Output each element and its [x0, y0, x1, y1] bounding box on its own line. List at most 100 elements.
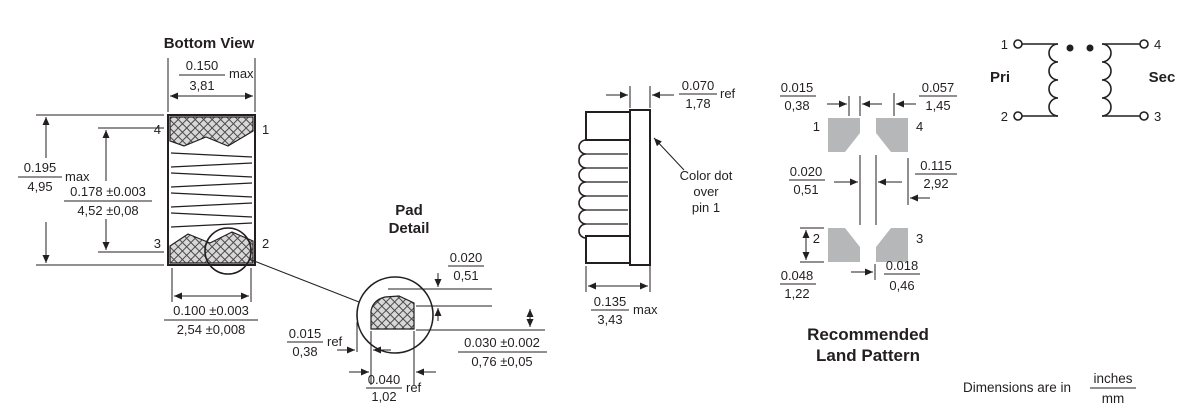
primary-label: Pri — [990, 69, 1010, 86]
lp-dim-notch-mm: 0,46 — [889, 278, 914, 293]
pad-detail-title-line1: Pad — [395, 202, 423, 219]
color-dot-note-line3: pin 1 — [692, 200, 720, 215]
lp-pin-label-3: 3 — [916, 231, 923, 246]
dim-width-mm: 3,81 — [189, 78, 214, 93]
dim-width-inches: 0.150 — [186, 58, 219, 73]
sch-pin-label-4: 4 — [1154, 37, 1161, 52]
primary-winding — [1048, 43, 1059, 117]
dim-pad-span-inches: 0.100 ±0.003 — [173, 303, 249, 318]
lp-dim-span: 0.115 2,92 — [907, 158, 957, 205]
pin-terminal-2 — [1013, 111, 1023, 121]
lp-dim-pad-height-mm: 1,22 — [784, 286, 809, 301]
dim-core-width-inches: 0.070 — [682, 78, 715, 93]
lp-dim-pad-width-inches: 0.015 — [781, 80, 814, 95]
land-pad-1 — [828, 118, 860, 152]
secondary-winding — [1101, 43, 1112, 117]
dim-pad-height-inches: 0.030 ±0.002 — [464, 335, 540, 350]
dim-pad-span-mm: 2,54 ±0,008 — [177, 322, 246, 337]
dim-body-width-mm: 3,43 — [597, 312, 622, 327]
dim-core-width-suffix: ref — [720, 86, 736, 101]
color-dot-note-line1: Color dot — [680, 168, 733, 183]
bottom-end-cap — [585, 235, 631, 264]
land-pattern-title-line1: Recommended — [807, 325, 929, 344]
sch-pin-label-3: 3 — [1154, 109, 1161, 124]
dim-pad-width-inches: 0.040 — [368, 372, 401, 387]
pad-detail: Pad Detail 0.020 0,51 0.030 ±0.002 0,76 … — [287, 202, 547, 404]
dim-height: 0.195 4,95 max — [18, 114, 164, 266]
detail-callout-circle — [204, 227, 252, 275]
winding-profile — [578, 139, 587, 239]
sch-pin-label-2: 2 — [1001, 109, 1008, 124]
schematic: 1 2 4 3 Pri Sec — [990, 37, 1175, 124]
dim-foot-inches: 0.015 — [289, 326, 322, 341]
lp-dim-span-mm: 2,92 — [923, 176, 948, 191]
lp-dim-notch-inches: 0.018 — [886, 258, 919, 273]
sch-pin-label-1: 1 — [1001, 37, 1008, 52]
dim-pad-height: 0.030 ±0.002 0,76 ±0,05 — [416, 309, 547, 369]
lp-dim-gap: 0.020 0,51 — [789, 164, 902, 197]
dim-body-width-inches: 0.135 — [594, 294, 627, 309]
pin-label-2: 2 — [262, 236, 269, 251]
pin-label-3: 3 — [154, 236, 161, 251]
lp-dim-pad-pitch-inches: 0.057 — [922, 80, 955, 95]
winding-lines — [170, 152, 253, 228]
dim-width: 0.150 3,81 max — [167, 58, 256, 112]
dim-inner-height-inches: 0.178 ±0.003 — [70, 184, 146, 199]
lp-dim-pad-pitch-mm: 1,45 — [925, 98, 950, 113]
lp-dim-notch: 0.018 0,46 — [851, 258, 920, 293]
dim-body-width-suffix: max — [633, 302, 658, 317]
dim-height-suffix: max — [65, 169, 90, 184]
pin-label-1: 1 — [262, 122, 269, 137]
pin-terminal-1 — [1013, 39, 1023, 49]
dim-core-width-mm: 1,78 — [685, 96, 710, 111]
lp-dim-pad-height: 0.048 1,22 — [780, 227, 824, 301]
pad-detail-title-line2: Detail — [389, 220, 430, 237]
dim-inner-height: 0.178 ±0.003 4,52 ±0,08 — [64, 127, 164, 253]
pad-cross-section — [370, 295, 415, 330]
polarity-dot-primary — [1066, 44, 1074, 52]
land-pad-4 — [876, 118, 908, 152]
lp-pin-label-4: 4 — [916, 119, 923, 134]
footer-unit-inches: inches — [1093, 371, 1132, 386]
land-pattern: 1 4 2 3 0.015 0,38 0.057 1,45 0.020 — [780, 80, 957, 365]
dim-inner-height-mm: 4,52 ±0,08 — [77, 203, 138, 218]
polarity-dot-secondary — [1086, 44, 1094, 52]
lp-dim-gap-inches: 0.020 — [790, 164, 823, 179]
footer-unit-mm: mm — [1102, 391, 1125, 405]
pin-terminal-4 — [1139, 39, 1149, 49]
detail-leader-line — [248, 258, 360, 303]
dim-width-suffix: max — [229, 66, 254, 81]
color-dot-note: Color dot over pin 1 — [653, 137, 733, 215]
dim-pad-foot: 0.015 0,38 ref — [287, 322, 391, 385]
land-pad-2 — [828, 228, 860, 262]
dim-foot-mm: 0,38 — [292, 344, 317, 359]
top-end-cap — [585, 111, 631, 141]
bottom-view-title: Bottom View — [164, 35, 255, 52]
lp-pin-label-2: 2 — [813, 231, 820, 246]
dim-thickness-mm: 0,51 — [453, 268, 478, 283]
color-dot-note-line2: over — [693, 184, 719, 199]
dim-pad-width: 0.040 1,02 ref — [349, 331, 436, 404]
dim-foot-suffix: ref — [327, 334, 343, 349]
schematic-wires — [1022, 43, 1140, 117]
lp-pin-label-1: 1 — [813, 119, 820, 134]
lp-dim-span-inches: 0.115 — [920, 158, 952, 173]
footer: Dimensions are in inches mm — [963, 371, 1136, 405]
pin-label-4: 4 — [154, 122, 161, 137]
side-view: 0.070 1,78 ref Color dot over pin 1 0.13… — [578, 78, 736, 327]
dim-pad-height-mm: 0,76 ±0,05 — [471, 354, 532, 369]
lp-dim-pad-width-mm: 0,38 — [784, 98, 809, 113]
dim-height-inches: 0.195 — [24, 160, 57, 175]
dim-pad-width-suffix: ref — [406, 380, 422, 395]
lp-dim-pad-width: 0.015 0,38 — [780, 80, 882, 116]
color-dot-arrow — [653, 137, 685, 171]
dim-thickness-inches: 0.020 — [450, 250, 483, 265]
dim-height-mm: 4,95 — [27, 179, 52, 194]
terminal-pad-top — [169, 116, 254, 147]
secondary-label: Sec — [1149, 69, 1176, 86]
dim-pad-thickness: 0.020 0,51 — [388, 250, 492, 321]
pin-terminal-3 — [1139, 111, 1149, 121]
lp-dim-gap-mm: 0,51 — [793, 182, 818, 197]
